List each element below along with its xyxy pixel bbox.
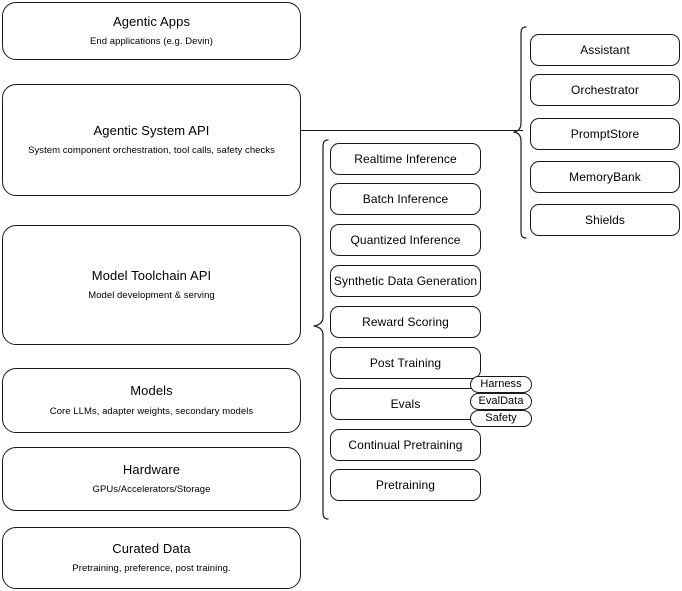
badge-label: EvalData	[478, 394, 524, 407]
connector-line-agentic-system-api	[301, 130, 523, 131]
badge-label: Harness	[480, 377, 522, 390]
component-label: Quantized Inference	[350, 232, 461, 247]
badge-safety[interactable]: Safety	[470, 410, 532, 427]
component-box-quantized-inference[interactable]: Quantized Inference	[330, 224, 481, 256]
component-box-pretraining[interactable]: Pretraining	[330, 469, 481, 501]
component-box-synthetic-data-generation[interactable]: Synthetic Data Generation	[330, 265, 481, 297]
badge-evaldata[interactable]: EvalData	[470, 393, 532, 410]
component-label: Post Training	[369, 355, 442, 370]
layer-title: Hardware	[122, 461, 181, 477]
layer-subtitle: Model development & serving	[88, 290, 215, 302]
layer-box-hardware[interactable]: Hardware GPUs/Accelerators/Storage	[2, 447, 301, 511]
component-label: Assistant	[580, 42, 630, 57]
layer-box-agentic-apps[interactable]: Agentic Apps End applications (e.g. Devi…	[2, 2, 301, 60]
layer-box-curated-data[interactable]: Curated Data Pretraining, preference, po…	[2, 527, 301, 589]
component-label: Pretraining	[375, 477, 436, 492]
component-box-evals[interactable]: Evals	[330, 388, 481, 420]
component-box-assistant[interactable]: Assistant	[530, 34, 680, 66]
component-box-batch-inference[interactable]: Batch Inference	[330, 183, 481, 215]
component-box-memorybank[interactable]: MemoryBank	[530, 161, 680, 193]
component-box-continual-pretraining[interactable]: Continual Pretraining	[330, 429, 481, 461]
component-label: Reward Scoring	[362, 314, 449, 329]
layer-box-agentic-system-api[interactable]: Agentic System API System component orch…	[2, 84, 301, 196]
layer-box-models[interactable]: Models Core LLMs, adapter weights, secon…	[2, 368, 301, 433]
layer-title: Model Toolchain API	[91, 267, 212, 283]
component-box-promptstore[interactable]: PromptStore	[530, 118, 680, 150]
layer-title: Curated Data	[112, 540, 191, 556]
layer-title: Agentic System API	[93, 122, 210, 138]
component-box-reward-scoring[interactable]: Reward Scoring	[330, 306, 481, 338]
component-label: Evals	[390, 396, 421, 411]
component-box-post-training[interactable]: Post Training	[330, 347, 481, 379]
component-label: Shields	[584, 212, 626, 227]
component-label: Batch Inference	[362, 191, 449, 206]
component-label: PromptStore	[570, 126, 640, 141]
component-label: Orchestrator	[571, 82, 639, 97]
layer-subtitle: End applications (e.g. Devin)	[90, 36, 213, 48]
component-box-realtime-inference[interactable]: Realtime Inference	[330, 143, 481, 175]
component-label: Realtime Inference	[354, 151, 457, 166]
badge-harness[interactable]: Harness	[470, 376, 532, 393]
layer-subtitle: Core LLMs, adapter weights, secondary mo…	[49, 405, 254, 417]
layer-box-model-toolchain-api[interactable]: Model Toolchain API Model development & …	[2, 225, 301, 345]
component-label: MemoryBank	[569, 169, 641, 184]
bracket-toolchain-components	[313, 139, 329, 520]
layer-subtitle: GPUs/Accelerators/Storage	[92, 484, 211, 496]
bracket-agentic-components	[513, 26, 527, 239]
component-box-orchestrator[interactable]: Orchestrator	[530, 74, 680, 106]
layer-title: Agentic Apps	[112, 13, 191, 29]
layer-title: Models	[130, 383, 173, 399]
layer-subtitle: Pretraining, preference, post training.	[72, 563, 231, 575]
layer-subtitle: System component orchestration, tool cal…	[28, 145, 275, 157]
component-box-shields[interactable]: Shields	[530, 204, 680, 236]
component-label: Continual Pretraining	[348, 437, 463, 452]
badge-label: Safety	[485, 411, 517, 424]
component-label: Synthetic Data Generation	[333, 273, 478, 288]
